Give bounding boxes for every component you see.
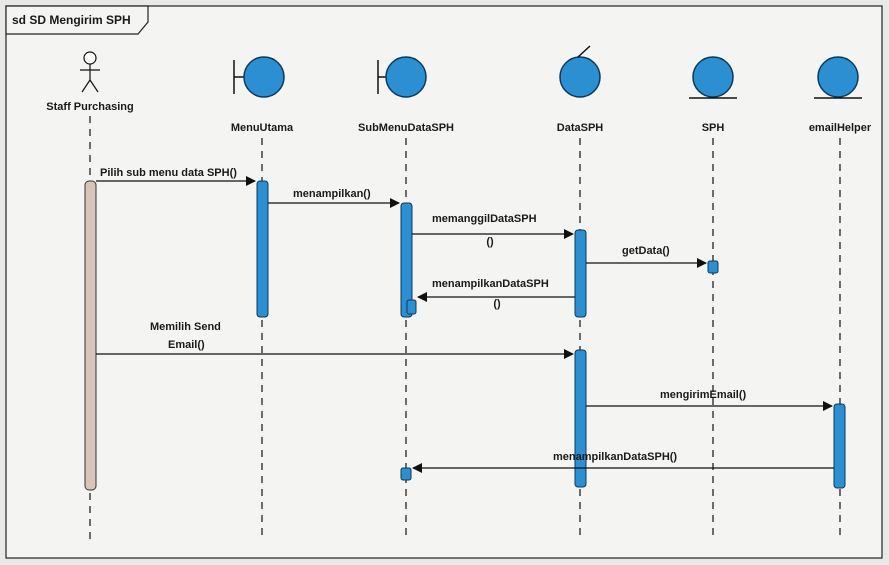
- lifeline-head-sph: SPH: [689, 56, 737, 134]
- actor-staff-purchasing: Staff Purchasing: [46, 51, 134, 113]
- lifeline-label-emailhelper: emailHelper: [809, 122, 872, 134]
- activation-bar-submenudatasph: [400, 202, 413, 318]
- activation-bar-datasph-2: [574, 349, 587, 488]
- lifeline-head-menuutama: MenuUtama: [231, 56, 294, 134]
- message-label-7: mengirimEmail(): [660, 389, 747, 401]
- lifeline-label-menuutama: MenuUtama: [231, 122, 294, 134]
- message-arrows: [96, 176, 834, 473]
- lifeline-label-datasph: DataSPH: [557, 122, 604, 134]
- activation-bar-actor: [84, 180, 97, 491]
- entity-icon: [692, 56, 734, 98]
- message-label-5b: (): [493, 298, 501, 310]
- message-label-5a: menampilkanDataSPH: [432, 278, 549, 290]
- activation-bar-datasph-1: [574, 229, 587, 318]
- message-label-6b: Email(): [168, 339, 205, 351]
- message-label-4: getData(): [622, 245, 670, 257]
- frame-title-tab: [5, 5, 149, 35]
- boundary-icon: [243, 56, 285, 98]
- message-label-2: menampilkan(): [293, 188, 371, 200]
- actor-label: Staff Purchasing: [46, 101, 133, 113]
- lifeline-head-emailhelper: emailHelper: [809, 56, 872, 134]
- entity-icon: [817, 56, 859, 98]
- lifeline-label-submenudatasph: SubMenuDataSPH: [358, 122, 454, 134]
- message-label-3a: memanggilDataSPH: [432, 213, 537, 225]
- message-label-6a: Memilih Send: [150, 321, 221, 333]
- control-icon: [559, 56, 601, 98]
- activation-bar-emailhelper: [833, 403, 846, 489]
- lifeline-label-sph: SPH: [702, 122, 725, 134]
- lifeline-head-datasph: DataSPH: [557, 45, 604, 134]
- frame-title: sd SD Mengirim SPH: [12, 13, 131, 27]
- activation-bar-submenudatasph-return: [400, 467, 412, 481]
- lifeline-head-submenudatasph: SubMenuDataSPH: [358, 56, 454, 134]
- actor-head-icon: [83, 51, 97, 65]
- boundary-icon: [385, 56, 427, 98]
- message-label-1: Pilih sub menu data SPH(): [100, 167, 237, 179]
- message-label-3b: (): [486, 236, 494, 248]
- activation-bar-menuutama: [256, 180, 269, 318]
- activation-bar-sph: [707, 260, 719, 274]
- activation-bar-submenudatasph-nested: [406, 299, 417, 315]
- message-label-8: menampilkanDataSPH(): [553, 451, 677, 463]
